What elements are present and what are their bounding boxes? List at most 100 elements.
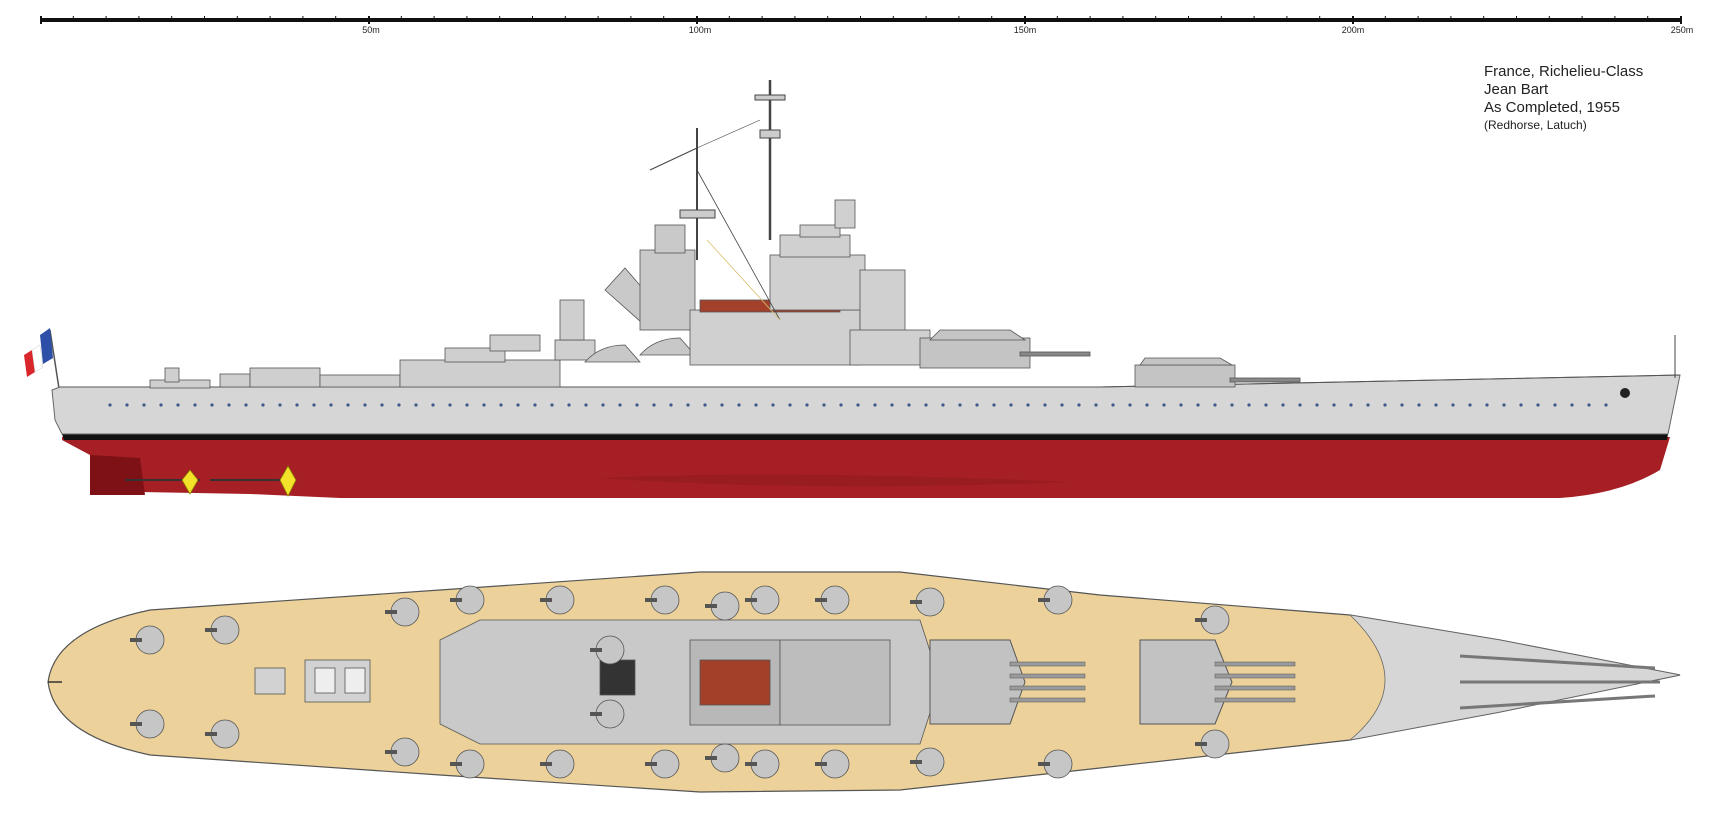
porthole bbox=[1264, 403, 1268, 407]
scale-tick bbox=[1450, 16, 1452, 22]
scale-tick bbox=[433, 16, 435, 22]
porthole bbox=[1349, 403, 1353, 407]
scale-tick bbox=[1122, 16, 1124, 22]
porthole bbox=[159, 403, 163, 407]
central-superstructure bbox=[439, 619, 941, 745]
porthole bbox=[380, 403, 384, 407]
scale-tick bbox=[1614, 16, 1616, 22]
portholes bbox=[108, 403, 1608, 407]
porthole bbox=[176, 403, 180, 407]
main-gun-barrel bbox=[1214, 673, 1296, 679]
scale-tick bbox=[991, 16, 993, 22]
scale-tick bbox=[1286, 16, 1288, 22]
porthole bbox=[1043, 403, 1047, 407]
porthole bbox=[210, 403, 214, 407]
porthole bbox=[1536, 403, 1540, 407]
scale-tick bbox=[466, 16, 468, 22]
side-profile-view bbox=[24, 80, 1681, 498]
bow-details bbox=[1620, 335, 1676, 398]
porthole bbox=[414, 403, 418, 407]
scale-tick bbox=[696, 16, 698, 24]
scale-tick bbox=[1056, 16, 1058, 22]
aa-turret bbox=[705, 591, 740, 621]
scale-tick bbox=[827, 16, 829, 22]
porthole bbox=[312, 403, 316, 407]
porthole bbox=[1434, 403, 1438, 407]
scale-tick bbox=[1548, 16, 1550, 22]
porthole bbox=[1247, 403, 1251, 407]
scale-tick bbox=[1220, 16, 1222, 22]
scale-tick bbox=[1680, 16, 1682, 24]
porthole bbox=[1094, 403, 1098, 407]
porthole bbox=[1502, 403, 1506, 407]
funnel-mack bbox=[604, 224, 696, 331]
porthole bbox=[329, 403, 333, 407]
aft-deckhouse bbox=[254, 659, 371, 703]
main-gun-barrel bbox=[1214, 685, 1296, 691]
scale-tick bbox=[860, 16, 861, 22]
porthole bbox=[1196, 403, 1200, 407]
porthole bbox=[465, 403, 469, 407]
porthole bbox=[1485, 403, 1489, 407]
porthole bbox=[1026, 403, 1030, 407]
scale-tick bbox=[105, 16, 107, 22]
scale-tick bbox=[597, 16, 599, 22]
scale-tick bbox=[1647, 16, 1649, 22]
scale-tick bbox=[564, 16, 566, 22]
scale-tick bbox=[1352, 16, 1354, 24]
aa-turret bbox=[130, 709, 165, 739]
porthole bbox=[873, 403, 877, 407]
porthole bbox=[907, 403, 911, 407]
porthole bbox=[720, 403, 724, 407]
main-turret-a bbox=[1134, 357, 1301, 388]
aa-turret bbox=[815, 749, 850, 779]
aa-turret bbox=[385, 737, 420, 767]
porthole bbox=[1366, 403, 1370, 407]
aa-turret bbox=[1195, 605, 1230, 635]
porthole bbox=[1451, 403, 1455, 407]
porthole bbox=[601, 403, 605, 407]
scale-tick bbox=[1188, 16, 1189, 22]
aa-turret bbox=[450, 585, 485, 615]
main-gun-barrel bbox=[1009, 661, 1086, 667]
porthole bbox=[550, 403, 554, 407]
caption-ship-name: Jean Bart bbox=[1484, 81, 1549, 98]
aa-turret bbox=[910, 587, 945, 617]
porthole bbox=[1604, 403, 1608, 407]
aa-turret bbox=[745, 585, 780, 615]
porthole bbox=[856, 403, 860, 407]
porthole bbox=[363, 403, 367, 407]
scale-tick bbox=[1384, 16, 1386, 22]
aa-turret bbox=[590, 699, 625, 729]
scale-bar: 50m 100m 150m 200m 250m bbox=[0, 0, 1713, 50]
aa-turret bbox=[1038, 585, 1073, 615]
scale-tick bbox=[925, 16, 927, 22]
aa-turret bbox=[385, 597, 420, 627]
scale-tick bbox=[302, 16, 304, 22]
porthole bbox=[703, 403, 707, 407]
porthole bbox=[499, 403, 503, 407]
porthole bbox=[1179, 403, 1183, 407]
porthole bbox=[1315, 403, 1319, 407]
scale-label-50m: 50m bbox=[362, 25, 380, 35]
aa-turret bbox=[450, 749, 485, 779]
porthole bbox=[890, 403, 894, 407]
porthole bbox=[754, 403, 758, 407]
porthole bbox=[278, 403, 282, 407]
main-gun-barrel bbox=[1214, 661, 1296, 667]
scale-tick bbox=[72, 16, 74, 22]
scale-tick bbox=[40, 16, 42, 24]
porthole bbox=[1230, 403, 1234, 407]
scale-label-250m: 250m bbox=[1670, 25, 1694, 35]
scale-ruler bbox=[40, 16, 1682, 24]
anchor-chains bbox=[1459, 654, 1660, 710]
scale-tick bbox=[794, 16, 796, 22]
porthole bbox=[788, 403, 792, 407]
porthole bbox=[1162, 403, 1166, 407]
porthole bbox=[193, 403, 197, 407]
aa-turret bbox=[745, 749, 780, 779]
main-turret-a-plan bbox=[1139, 639, 1296, 725]
porthole bbox=[1281, 403, 1285, 407]
scale-tick bbox=[1155, 16, 1157, 22]
porthole bbox=[1128, 403, 1132, 407]
